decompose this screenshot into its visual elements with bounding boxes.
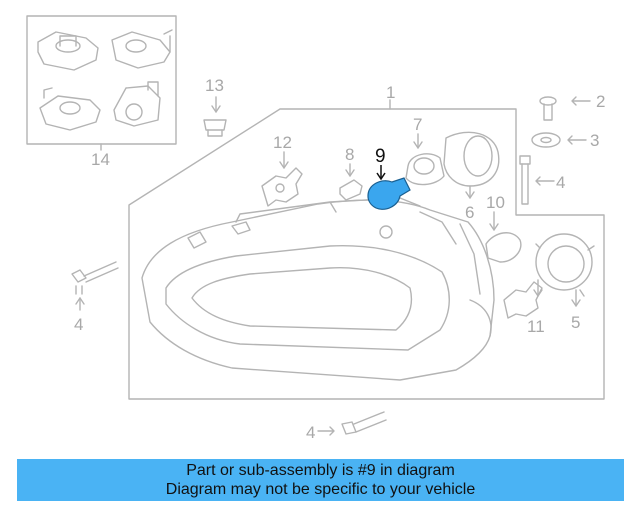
callout-12: 12 xyxy=(273,133,292,152)
callout-5: 5 xyxy=(571,313,580,332)
part-5-cap xyxy=(535,233,595,307)
callout-4-bottom: 4 xyxy=(306,423,315,442)
part-4-bolt-right xyxy=(519,155,555,205)
callout-4-left: 4 xyxy=(74,315,83,334)
callout-8: 8 xyxy=(345,145,354,164)
part-11-bulb xyxy=(503,279,543,319)
callout-labels: 1 2 3 4 4 4 5 6 7 8 9 10 11 12 13 14 xyxy=(74,76,605,442)
banner-line-2: Diagram may not be specific to your vehi… xyxy=(165,481,476,498)
part-12-bulb xyxy=(261,151,303,207)
part-4-bolt-bottom xyxy=(317,411,387,436)
part-3-washer xyxy=(531,132,587,148)
subassembly-14-box xyxy=(26,15,177,151)
part-13-clip xyxy=(203,96,227,137)
part-9-bulb-highlighted[interactable] xyxy=(367,165,411,210)
callout-9: 9 xyxy=(375,146,386,167)
callout-14: 14 xyxy=(91,150,110,169)
callout-1: 1 xyxy=(386,83,395,102)
callout-11: 11 xyxy=(527,317,545,336)
banner-line-1: Part or sub-assembly is #9 in diagram xyxy=(186,462,455,479)
headlamp-assembly-box xyxy=(128,99,605,400)
callout-13: 13 xyxy=(205,76,224,95)
callout-3: 3 xyxy=(590,131,599,150)
headlamp-body xyxy=(141,197,495,381)
callout-6: 6 xyxy=(465,203,474,222)
callout-4-right: 4 xyxy=(556,173,565,192)
callout-10: 10 xyxy=(486,193,505,212)
part-10-bulb xyxy=(485,211,522,263)
info-banner: Part or sub-assembly is #9 in diagram Di… xyxy=(17,459,624,501)
part-7-socket xyxy=(405,133,445,186)
part-4-bolt-left xyxy=(71,261,119,311)
callout-7: 7 xyxy=(413,115,422,134)
part-2-screw xyxy=(539,96,591,121)
part-8-bulb xyxy=(339,163,363,201)
part-6-cap xyxy=(443,131,500,199)
callout-2: 2 xyxy=(596,92,605,111)
